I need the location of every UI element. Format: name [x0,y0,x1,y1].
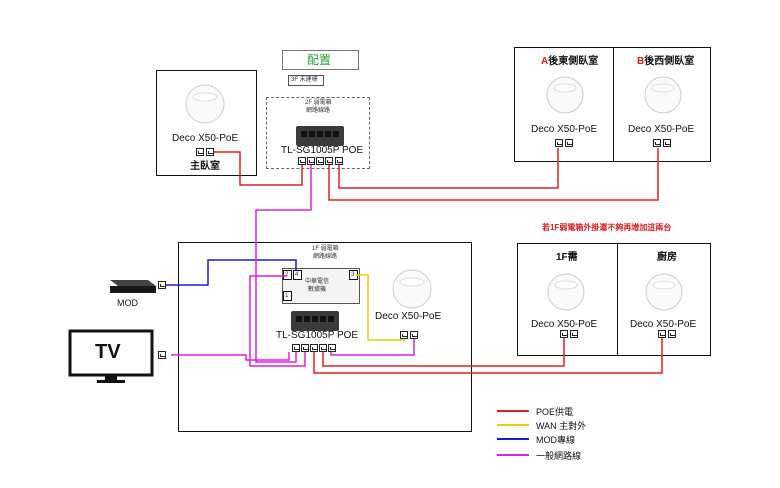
mod-port [158,281,166,289]
modem-port-1 [283,291,292,301]
mod-label: MOD [117,298,138,308]
switch2f-port-4 [325,157,333,165]
room-b-label: B後西側臥室 [637,57,694,67]
box-1f-title: 1F 弱電箱 [312,246,339,252]
modem-port-3-label: 3 [351,272,355,278]
tv-label: TV [95,341,121,363]
config-label: 配置 [307,53,332,67]
wan-cable [356,274,405,341]
deco-icon-1f-room [547,273,585,311]
deco-icon-1f [392,269,432,309]
switch1f-port-5 [328,344,336,352]
deco-label-1f: Deco X50-PoE [375,311,442,322]
tv-icon [68,329,154,383]
switch1f-port-1 [292,344,300,352]
box-2f-title: 2F 弱電箱 [305,100,332,106]
deco-label-master: Deco X50-PoE [172,133,239,144]
room-b-port-1 [653,139,661,147]
deco-label-room-a: Deco X50-PoE [531,124,598,135]
switch2f-port-1 [298,157,306,165]
room-a-label: A後東側臥室 [541,57,598,67]
box-1f-sub: 網路線路 [313,254,338,260]
modem-line1: 中華電信 [305,279,330,285]
master-room-label: 主臥室 [190,161,220,172]
lan-cables [171,164,415,367]
deco-label-1f-room: Deco X50-PoE [531,319,598,330]
modem-port-4-label: 4 [295,272,299,278]
room-b-port-2 [663,139,671,147]
deco-icon-room-a [546,76,584,114]
note-3f-box [288,75,324,86]
mod-cable [163,259,297,286]
deco-icon-master [185,84,225,124]
switch2f-port-2 [307,157,315,165]
deco-icon-kitchen [645,273,683,311]
note-3f: 3F 未建標 [291,77,318,83]
room1f-port-1 [560,330,568,338]
switch-1f-label: TL-SG1005P POE [276,330,359,341]
switch1f-port-4 [319,344,327,352]
deco-label-room-b: Deco X50-PoE [628,124,695,135]
modem-port-1-label: 1 [285,293,289,299]
kitchen-port-1 [658,330,666,338]
room1f-port-2 [570,330,578,338]
room-a-name: 後東側臥室 [548,56,599,67]
legend-label-lan: 一般網路線 [536,451,582,461]
mod-device-icon [110,280,156,293]
warning-note: 若1F弱電箱外掛還不夠再增加這兩台 [542,223,672,232]
modem-port-2-label: 2 [285,272,289,278]
room-1f-label: 1F需 [556,252,578,263]
room-a-port-1 [555,139,563,147]
switch-1f-icon [291,311,339,331]
legend-line-lan [497,454,529,456]
config-box [282,50,359,70]
master-port-2 [206,148,214,156]
deco-icon-room-b [644,76,682,114]
switch1f-port-3 [310,344,318,352]
switch2f-port-3 [316,157,324,165]
poe-cables [213,148,663,374]
legend-line-wan [497,424,529,426]
room-b-name: 後西側臥室 [644,56,695,67]
room-b-prefix: B [637,56,645,67]
switch-2f-icon [296,126,344,146]
switch-2f-label: TL-SG1005P POE [281,145,364,156]
box-2f-sub: 網路線路 [306,108,331,114]
modem-port-4 [293,270,302,280]
legend-line-poe [497,410,529,412]
room-a-prefix: A [541,56,549,67]
deco1f-port-2 [410,331,418,339]
master-port-1 [196,148,204,156]
room-a-port-2 [565,139,573,147]
legend-label-mod: MOD專線 [536,435,575,445]
switch2f-port-5 [335,157,343,165]
legend-line-mod [497,438,529,440]
legend-label-poe: POE供電 [536,407,574,417]
deco-label-kitchen: Deco X50-PoE [630,319,697,330]
legend-label-wan: WAN 主對外 [536,421,587,431]
kitchen-port-2 [668,330,676,338]
kitchen-label: 廚房 [657,252,677,263]
modem-line2: 數據機 [308,287,327,293]
modem-port-2 [283,270,292,280]
tv-port [158,351,166,359]
deco1f-port-1 [400,331,408,339]
switch1f-port-2 [301,344,309,352]
